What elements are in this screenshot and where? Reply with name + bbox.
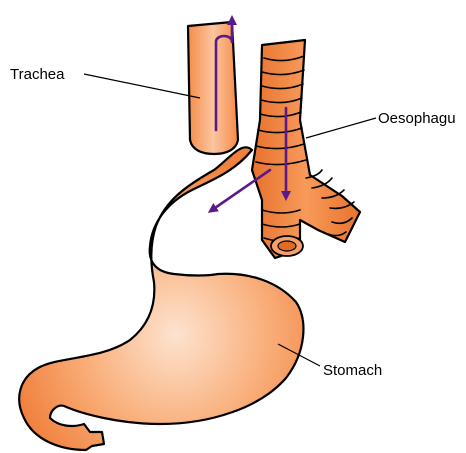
oesophagus: [252, 40, 360, 258]
oesophagus-label: Oesophagu: [378, 110, 456, 127]
trachea: [188, 22, 238, 154]
stomach-label: Stomach: [323, 362, 382, 379]
trachea-label: Trachea: [10, 66, 65, 83]
trachea-leader: [84, 74, 200, 98]
oesophagus-leader: [306, 118, 376, 138]
